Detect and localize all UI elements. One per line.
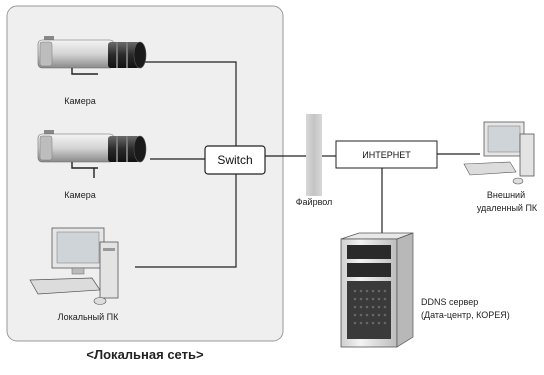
firewall-label: Файрвол [295, 197, 333, 207]
desktop-pc-icon [29, 227, 119, 305]
desktop-pc-icon [463, 121, 535, 185]
link-camera1-switch [142, 61, 237, 148]
remote-pc-label-line1: Внешний [486, 190, 526, 200]
camera-icon [37, 130, 147, 178]
ddns-label-line1: DDNS сервер [421, 297, 479, 307]
local-pc-label: Локальный ПК [57, 312, 119, 322]
internet-box [335, 140, 438, 169]
camera-icon [37, 36, 147, 75]
switch-label: Switch [217, 153, 253, 167]
remote-pc-label-line2: удаленный ПК [476, 203, 538, 213]
camera2-label: Камера [64, 190, 96, 200]
ddns-label-line2: (Дата-центр, КОРЕЯ) [421, 310, 510, 320]
connection-lines [135, 61, 480, 268]
lan-caption: <Локальная сеть> [86, 347, 204, 362]
switch-box [204, 145, 266, 175]
tower-server-icon [340, 232, 414, 348]
internet-label: ИНТЕРНЕТ [362, 149, 411, 160]
link-pc-switch [135, 170, 237, 268]
firewall-bar [306, 114, 322, 196]
camera1-label: Камера [64, 96, 96, 106]
